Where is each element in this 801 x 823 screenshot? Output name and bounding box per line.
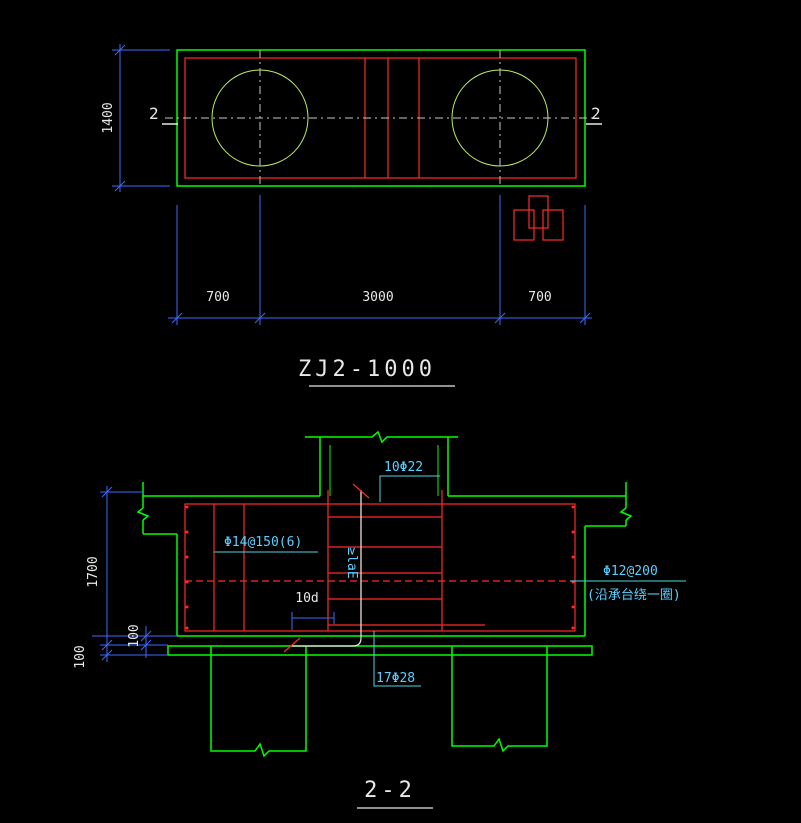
dim-height-plan	[112, 44, 170, 192]
rebar-stirrup-label: Φ14@150(6)	[224, 535, 302, 550]
anchor-bar	[292, 490, 362, 647]
plan-title: ZJ2-1000	[298, 357, 436, 382]
dim-middle-text: 3000	[362, 290, 393, 305]
rebar-side-note: (沿承台绕一圈)	[587, 588, 681, 603]
dim-chain-plan	[168, 195, 592, 325]
pile-cap-section	[136, 482, 633, 656]
cut-label-right: 2	[591, 104, 601, 123]
anchor-tick-top	[352, 483, 370, 499]
section-view: ≥laE 10d 10Φ22 Φ14@150(6) Φ12@200 (沿承台绕一…	[73, 430, 686, 809]
dim-height-section	[92, 486, 177, 662]
rebar-side-label: Φ12@200	[603, 564, 658, 579]
rebar-cage	[184, 490, 576, 632]
dim-left-text: 700	[206, 290, 229, 305]
section-title: 2-2	[364, 778, 416, 803]
cut-label-left: 2	[149, 104, 159, 123]
leaders	[214, 475, 686, 687]
piles-section	[210, 646, 548, 758]
dim-100-b-text: 100	[73, 645, 88, 668]
rebar-bottom-label: 17Φ28	[376, 671, 415, 686]
plan-view: 2 2 1400 700 3000	[101, 44, 602, 387]
dim-right-text: 700	[528, 290, 551, 305]
anchor-tick-bottom	[283, 637, 301, 653]
dim-height-section-text: 1700	[86, 556, 101, 587]
column-outline	[305, 430, 458, 496]
rebar-top-label: 10Φ22	[384, 460, 423, 475]
dim-height-plan-text: 1400	[101, 102, 116, 133]
dim-100-a-text: 100	[127, 624, 142, 647]
anchor-label: ≥laE	[344, 547, 359, 578]
column-symbol	[513, 195, 564, 241]
hook-label: 10d	[295, 591, 318, 606]
hook-dimension	[291, 612, 335, 630]
